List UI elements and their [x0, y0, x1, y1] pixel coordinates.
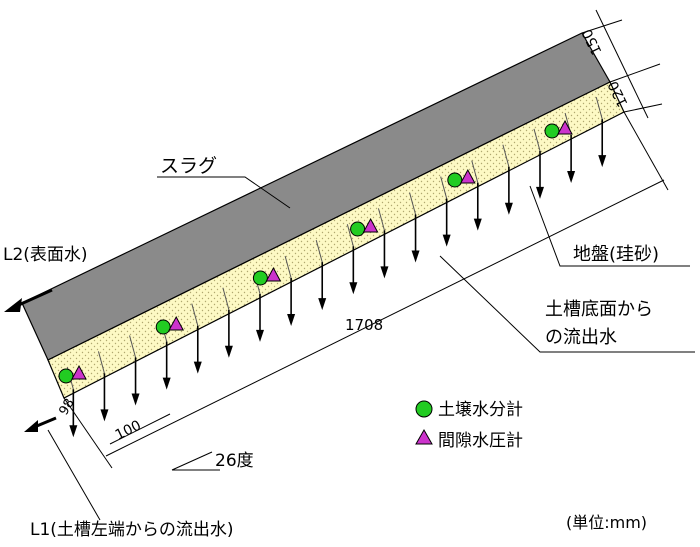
ground-hatch-lines — [66, 96, 603, 390]
thickness-tick-1 — [581, 19, 623, 34]
sensor-group — [58, 119, 573, 384]
surface-water-arrowhead — [4, 298, 22, 312]
hatch-line — [533, 128, 541, 152]
soil-moisture-sensor — [544, 123, 560, 139]
pore-pressure-sensor — [265, 266, 282, 282]
outflow-arrowhead — [100, 409, 109, 422]
edge-offset-dimension: 98 — [56, 396, 77, 418]
length-dimension: 1708 — [345, 316, 383, 334]
outflow-arrowhead — [318, 298, 327, 311]
thickness-dim-line — [595, 9, 649, 119]
hatch-line — [129, 335, 137, 358]
bottom-outflow-label-2: の流出水 — [545, 327, 617, 348]
hatch-line — [440, 176, 448, 199]
outflow-arrowhead — [598, 155, 607, 168]
legend-moisture-label: 土壌水分計 — [438, 400, 523, 420]
hatch-line — [97, 351, 105, 374]
pore-pressure-sensor — [459, 168, 476, 184]
left-end-outflow-label: L1(土槽左端からの流出水) — [30, 520, 234, 540]
soil-moisture-sensor — [252, 270, 268, 286]
soil-moisture-sensor — [350, 221, 366, 237]
outflow-arrowhead — [442, 234, 451, 247]
hatch-line — [471, 160, 479, 183]
outflow-arrowhead — [567, 171, 576, 184]
legend-pressure-label: 間隙水圧計 — [438, 431, 523, 451]
soil-moisture-sensor — [58, 368, 74, 384]
pore-pressure-sensor — [362, 217, 379, 233]
outflow-arrowhead — [131, 393, 140, 406]
length-ext-left — [63, 397, 113, 469]
hatch-line — [595, 96, 603, 120]
outflow-arrowhead — [69, 425, 78, 438]
thickness-tick-3 — [623, 103, 663, 113]
outflow-arrowhead — [473, 218, 482, 231]
bottom-outflow-label-1: 土槽底面から — [545, 299, 653, 320]
hatch-line — [284, 255, 292, 279]
slag-layer — [21, 32, 611, 361]
angle-label: 26度 — [215, 451, 254, 471]
hatch-line — [222, 287, 230, 310]
ground-layer — [47, 81, 625, 399]
outflow-arrowhead — [224, 345, 233, 358]
hatch-line — [346, 224, 354, 247]
pore-pressure-sensor — [557, 119, 573, 135]
left-end-outflow-arrowhead — [24, 420, 38, 432]
length-dimension-line — [105, 179, 665, 457]
outflow-arrowhead — [380, 266, 389, 279]
outflow-arrowhead — [287, 314, 296, 327]
ground-leader-line — [529, 185, 690, 267]
slag-label: スラグ — [160, 155, 217, 177]
legend-pressure-symbol — [415, 428, 433, 445]
soil-moisture-sensor — [447, 172, 463, 188]
hatch-line — [315, 239, 323, 263]
pore-pressure-sensor — [168, 315, 185, 331]
unit-label: (単位:mm) — [566, 513, 647, 532]
outflow-arrows — [69, 119, 607, 438]
outflow-arrowhead — [162, 377, 171, 390]
pore-pressure-sensor — [71, 364, 87, 380]
hatch-line — [502, 144, 510, 167]
bottom-outflow-leader-line — [439, 255, 695, 353]
thickness-tick-2 — [609, 63, 661, 83]
ground-label: 地盤(珪砂) — [573, 244, 659, 265]
hatch-line — [377, 208, 385, 231]
angle-slope-line — [171, 451, 213, 471]
legend-moisture-symbol — [415, 400, 433, 418]
surface-water-label: L2(表面水) — [3, 245, 88, 265]
soil-moisture-sensor — [155, 319, 171, 335]
hatch-line — [409, 192, 417, 215]
outflow-arrowhead — [193, 361, 202, 374]
outflow-arrowhead — [256, 329, 264, 342]
spacing-dim-line — [109, 413, 171, 445]
outflow-arrowhead — [349, 282, 358, 295]
slag-leader-line — [157, 176, 291, 209]
length-ext-right — [623, 111, 669, 191]
outflow-arrowhead — [504, 202, 513, 215]
outflow-arrowhead — [536, 186, 544, 199]
outflow-arrowhead — [411, 250, 420, 263]
left-end-leader-line — [47, 429, 101, 521]
hatch-line — [191, 303, 199, 326]
